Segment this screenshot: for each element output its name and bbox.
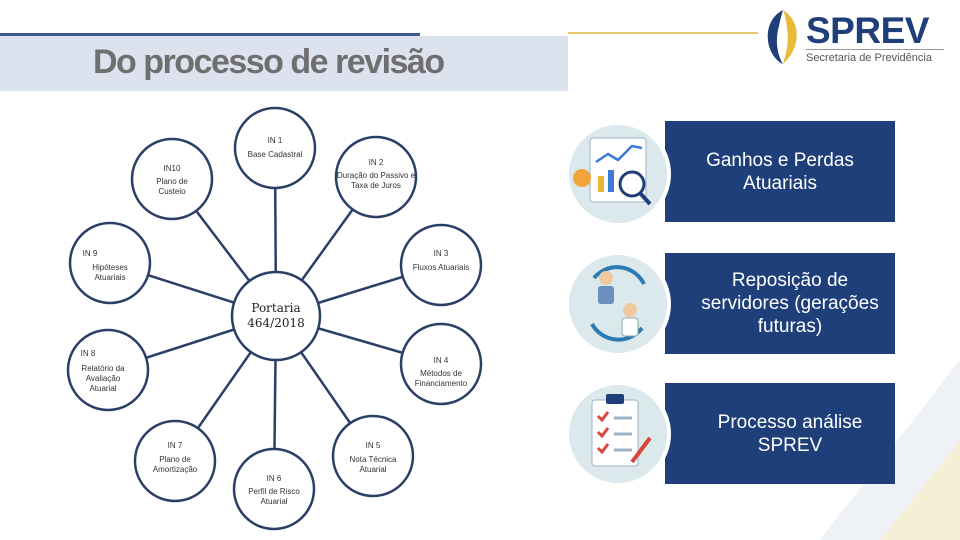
node-in8-label: Relatório da Avaliação Atuarial — [81, 364, 125, 393]
node-in3 — [399, 223, 483, 307]
node-in6 — [232, 447, 316, 531]
node-in5 — [331, 414, 415, 498]
node-in8 — [66, 328, 150, 412]
checklist-icon — [565, 381, 671, 487]
node-in5-label: Nota Técnica Atuarial — [349, 455, 397, 474]
panel-reposicao: Reposição de servidores (gerações futura… — [665, 253, 895, 354]
node-in7-id: IN 7 — [167, 441, 183, 450]
node-in9-label: Hipóteses Atuariais — [92, 263, 128, 282]
center-node-label: Portaria 464/2018 — [247, 301, 305, 330]
node-in5-id: IN 5 — [365, 441, 381, 450]
node-in10 — [130, 137, 214, 221]
panel-processo-analise: Processo análise SPREV — [665, 383, 895, 484]
logo-name: SPREV — [806, 10, 929, 51]
in-diagram — [66, 106, 483, 531]
node-in9-id: IN 9 — [82, 249, 98, 258]
node-in9 — [68, 221, 152, 305]
node-in2-label: Duração do Passivo e Taxa de Juros — [336, 171, 416, 190]
center-node — [230, 270, 322, 362]
logo-divider — [806, 49, 944, 50]
node-in8-id: IN 8 — [80, 349, 96, 358]
node-in1-id: IN 1 — [267, 136, 283, 145]
title-band — [0, 36, 568, 91]
header-rule-blue — [0, 33, 420, 36]
logo-subtitle: Secretaria de Previdência — [806, 52, 932, 64]
node-in10-label: Plano de Custeio — [156, 177, 188, 196]
node-in6-label: Perfil de Risco Atuarial — [248, 487, 300, 506]
node-in4 — [399, 322, 483, 406]
node-in1-label: Base Cadastral — [247, 150, 303, 159]
node-in10-id: IN10 — [163, 164, 181, 173]
node-in1 — [233, 106, 317, 190]
node-in3-id: IN 3 — [433, 249, 449, 258]
node-in7 — [133, 419, 217, 503]
panel-processo-analise-text: Processo análise SPREV — [717, 411, 863, 456]
panel-reposicao-text: Reposição de servidores (gerações futura… — [701, 270, 879, 337]
chart-magnifier-icon — [565, 121, 671, 227]
node-in3-label: Fluxos Atuariais — [412, 263, 470, 272]
people-recycle-icon — [565, 251, 671, 357]
node-in2 — [334, 135, 418, 219]
node-in6-id: IN 6 — [266, 474, 282, 483]
sprev-logo-icon — [767, 10, 797, 64]
header-rule-gold — [568, 32, 758, 34]
page-title: Do processo de revisão — [93, 43, 445, 81]
node-in2-id: IN 2 — [368, 158, 384, 167]
node-in4-id: IN 4 — [433, 356, 449, 365]
node-in4-label: Métodos de Financiamento — [414, 369, 468, 388]
node-in7-label: Plano de Amortização — [152, 455, 198, 474]
panel-ganhos-perdas-text: Ganhos e Perdas Atuariais — [706, 149, 854, 194]
panel-ganhos-perdas: Ganhos e Perdas Atuariais — [665, 121, 895, 222]
